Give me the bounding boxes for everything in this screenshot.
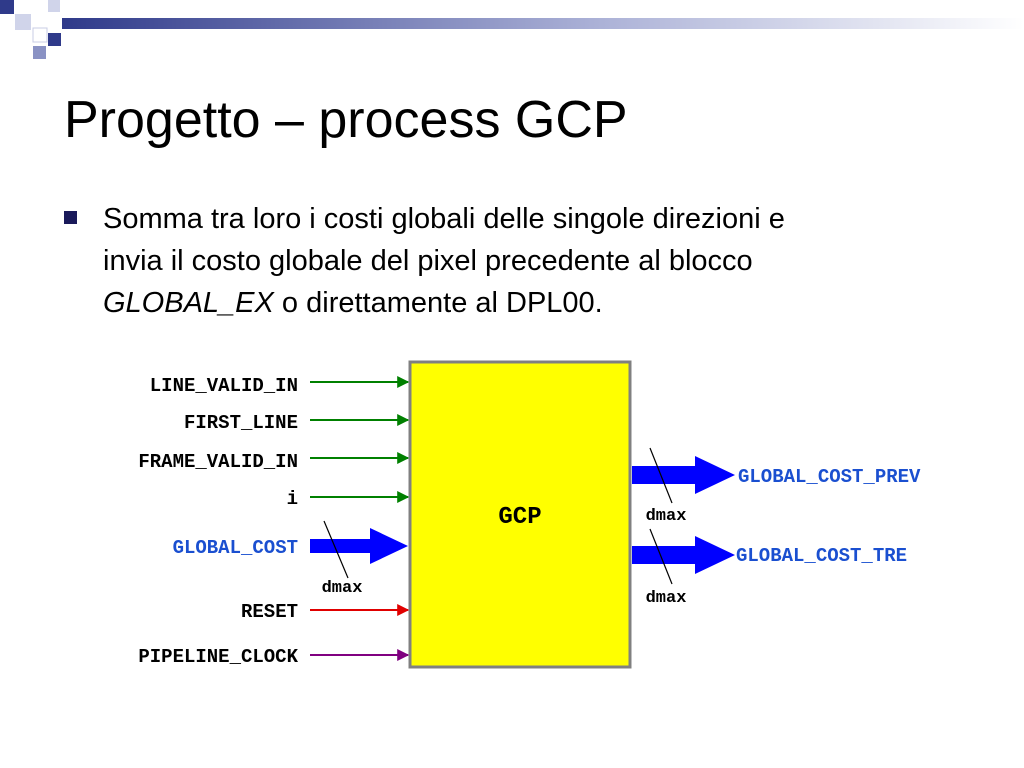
output-label-global-cost-tre: GLOBAL_COST_TRE	[736, 545, 907, 567]
bullet-line-3: o direttamente al DPL00.	[273, 287, 603, 319]
bus-arrow-global-cost-prev	[632, 456, 735, 494]
bullet-square-icon	[64, 211, 77, 224]
corner-decoration	[0, 0, 1024, 59]
input-label-reset: RESET	[241, 601, 298, 623]
bus-arrow-global-cost-tre	[632, 536, 735, 574]
bus-slash-global-cost	[323, 520, 349, 579]
input-label-line-valid-in: LINE_VALID_IN	[150, 375, 298, 397]
bus-slash-global-cost-prev	[649, 447, 673, 504]
gcp-block-label: GCP	[498, 504, 541, 531]
slide-title: Progetto – process GCP	[64, 91, 628, 149]
bus-width-label-input: dmax	[322, 579, 363, 598]
gcp-block	[408, 360, 632, 669]
bus-slash-global-cost-tre	[649, 528, 673, 585]
input-label-first-line: FIRST_LINE	[184, 412, 298, 434]
bullet-line-2: invia il costo globale del pixel precede…	[103, 245, 753, 277]
input-label-i: i	[287, 488, 298, 510]
bullet-line-1: Somma tra loro i costi globali delle sin…	[103, 203, 785, 235]
bus-width-label-tre: dmax	[646, 589, 687, 608]
bullet-text: Somma tra loro i costi globali delle sin…	[103, 198, 963, 324]
input-label-global-cost: GLOBAL_COST	[173, 537, 298, 559]
output-label-global-cost-prev: GLOBAL_COST_PREV	[738, 466, 921, 488]
bus-arrow-global-cost	[310, 528, 408, 564]
input-label-pipeline-clock: PIPELINE_CLOCK	[138, 646, 298, 668]
input-label-frame-valid-in: FRAME_VALID_IN	[138, 451, 298, 473]
bus-width-label-prev: dmax	[646, 507, 687, 526]
bullet-emphasis: GLOBAL_EX	[103, 287, 274, 319]
